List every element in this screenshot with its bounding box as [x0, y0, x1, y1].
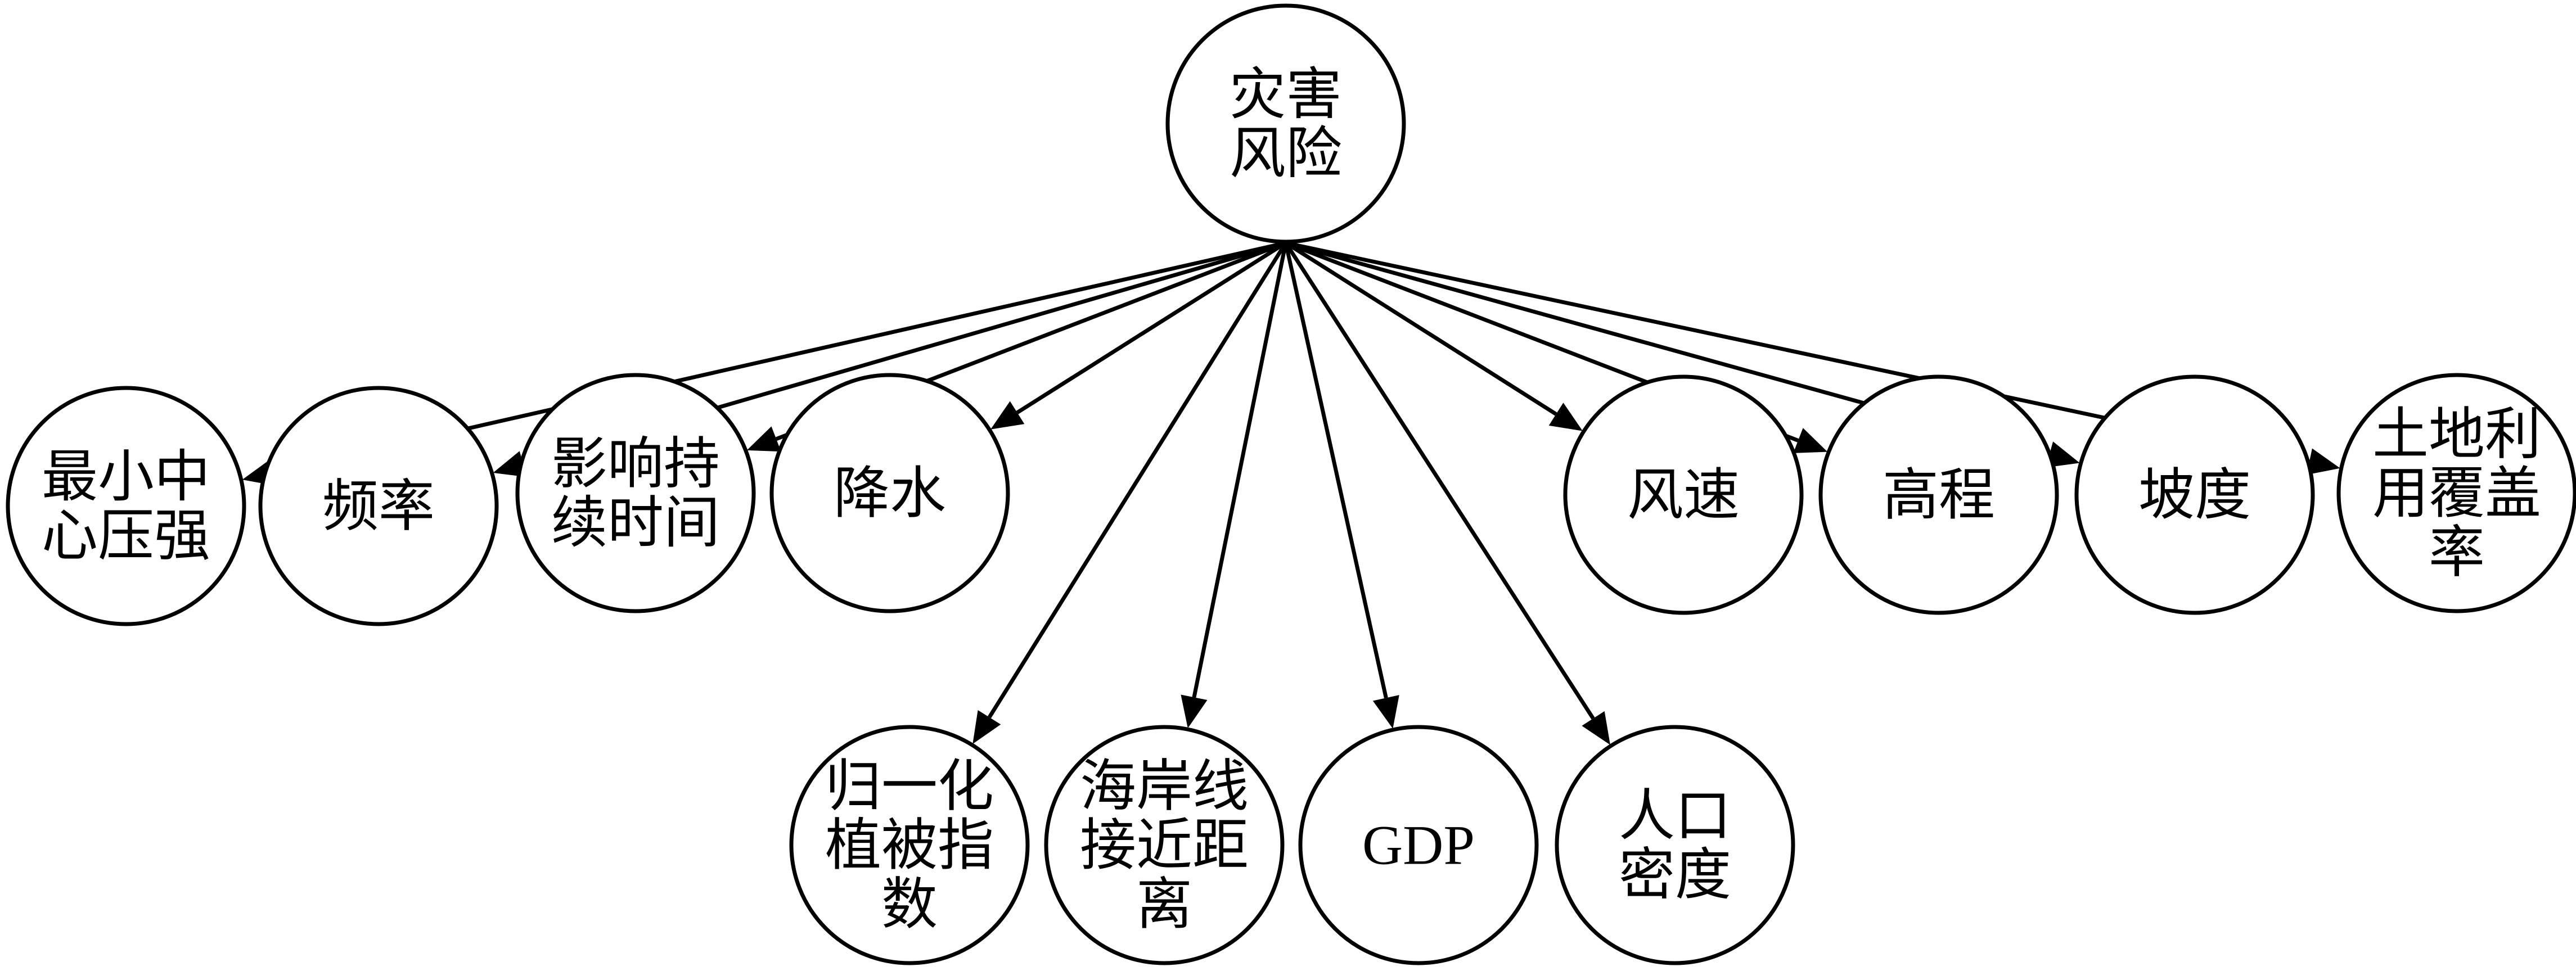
- arrowhead-duration: [746, 426, 781, 452]
- node-label-ndvi-line-0: 归一化: [825, 753, 994, 819]
- node-frequency: 频率: [258, 386, 499, 626]
- node-wind-speed: 风速: [1563, 374, 1804, 615]
- edge-to-gdp: [1284, 242, 1399, 729]
- node-label-coast-distance-line-1: 接近距: [1080, 812, 1249, 878]
- node-label-ndvi-line-2: 数: [881, 871, 938, 937]
- node-gdp: GDP: [1298, 725, 1539, 965]
- node-slope: 坡度: [2074, 374, 2315, 615]
- node-circle-slope: [2074, 374, 2315, 615]
- edge-to-coast-distance: [1181, 242, 1288, 729]
- arrowhead-coast-distance: [1181, 694, 1208, 729]
- node-circle-precipitation: [769, 373, 1010, 613]
- node-label-duration-line-1: 续时间: [551, 490, 720, 555]
- node-circle-frequency: [258, 386, 499, 626]
- arrowhead-elevation: [1793, 428, 1828, 453]
- node-elevation: 高程: [1818, 374, 2059, 615]
- edge-line-population-density: [1284, 242, 1595, 720]
- edge-to-precipitation: [990, 241, 1287, 430]
- node-circle-ndvi: [789, 725, 1030, 965]
- arrowhead-ndvi: [972, 710, 1001, 744]
- node-label-min-pressure-line-0: 最小中: [42, 444, 210, 509]
- node-circle-coast-distance: [1044, 725, 1285, 965]
- node-label-land-cover-line-1: 用覆盖: [2372, 460, 2541, 526]
- arrowhead-slope: [2046, 441, 2080, 468]
- edge-to-population-density: [1284, 242, 1610, 745]
- node-label-min-pressure-line-1: 心压强: [42, 503, 210, 568]
- arrowhead-wind-speed: [1548, 403, 1583, 431]
- node-label-land-cover-line-2: 率: [2429, 520, 2485, 585]
- node-label-precipitation-line-0: 降水: [834, 460, 946, 526]
- edge-line-precipitation: [1016, 241, 1287, 414]
- node-circle-risk: [1165, 3, 1406, 244]
- edge-line-ndvi: [988, 242, 1287, 719]
- arrowhead-gdp: [1372, 695, 1399, 729]
- arrowhead-population-density: [1582, 711, 1610, 745]
- edge-to-ndvi: [972, 242, 1287, 744]
- arrowhead-precipitation: [990, 401, 1025, 430]
- edge-line-wind-speed: [1285, 241, 1557, 416]
- node-circle-land-cover: [2336, 373, 2576, 613]
- edge-to-wind-speed: [1285, 241, 1583, 431]
- node-circle-gdp: [1298, 725, 1539, 965]
- node-label-population-density-line-0: 人口: [1619, 783, 1731, 848]
- node-label-gdp-line-0: GDP: [1362, 814, 1475, 877]
- node-precipitation: 降水: [769, 373, 1010, 613]
- node-label-land-cover-line-0: 土地利: [2372, 401, 2541, 467]
- node-circle-population-density: [1555, 725, 1795, 965]
- edge-line-coast-distance: [1192, 242, 1288, 698]
- edge-line-gdp: [1284, 242, 1388, 699]
- node-label-elevation-line-0: 高程: [1883, 462, 1995, 528]
- node-circle-elevation: [1818, 374, 2059, 615]
- node-label-population-density-line-1: 密度: [1619, 842, 1731, 907]
- node-label-coast-distance-line-2: 离: [1136, 871, 1192, 937]
- node-label-coast-distance-line-0: 海岸线: [1080, 753, 1249, 819]
- node-label-wind-speed-line-0: 风速: [1627, 462, 1740, 528]
- node-label-risk-line-1: 风险: [1230, 120, 1342, 186]
- node-circle-wind-speed: [1563, 374, 1804, 615]
- node-circle-min-pressure: [6, 386, 246, 626]
- arrowhead-land-cover: [2306, 448, 2340, 475]
- node-label-risk-line-0: 灾害: [1230, 61, 1342, 127]
- node-label-slope-line-0: 坡度: [2138, 462, 2251, 528]
- node-label-duration-line-0: 影响持: [551, 431, 720, 496]
- node-label-frequency-line-0: 频率: [322, 473, 435, 539]
- node-label-ndvi-line-1: 植被指: [825, 812, 994, 878]
- node-circle-duration: [515, 373, 756, 613]
